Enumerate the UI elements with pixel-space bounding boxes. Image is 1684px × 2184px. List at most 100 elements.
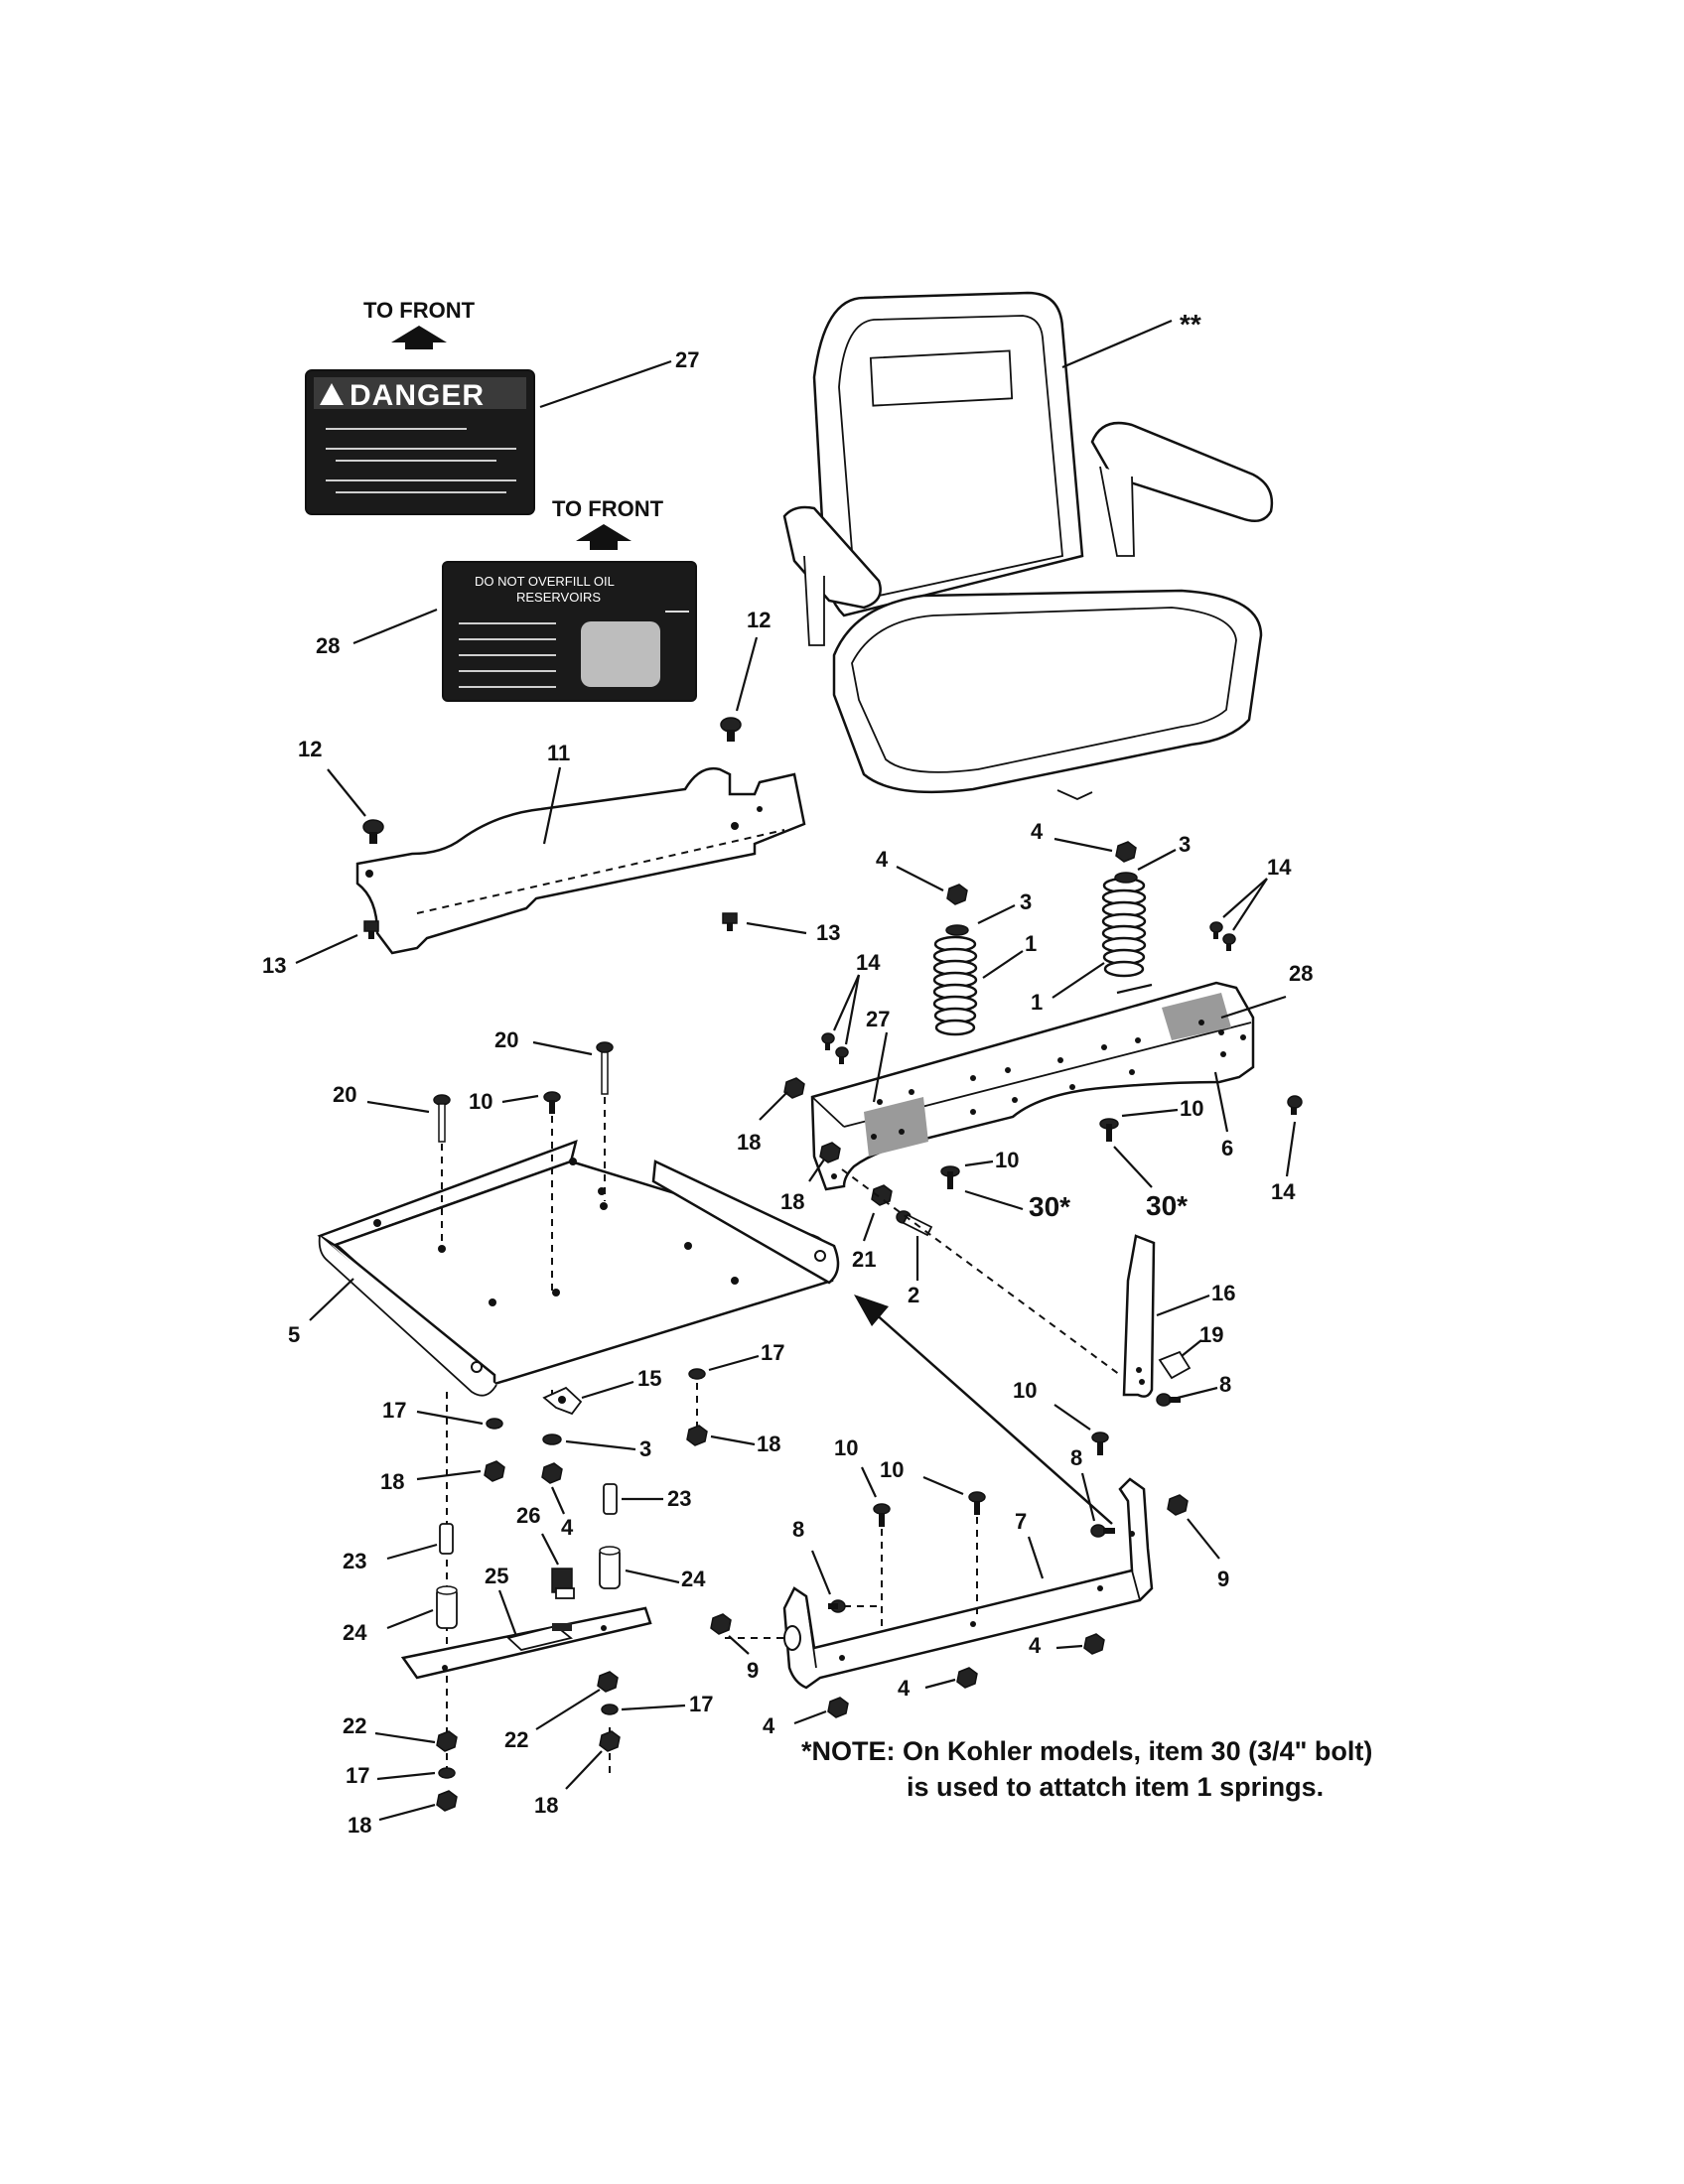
part-13-screw-left — [363, 920, 379, 939]
callout-18-channel-b: 18 — [780, 1189, 804, 1214]
part-17-washer-right — [688, 1368, 706, 1380]
to-front-label-2: TO FRONT — [552, 496, 664, 521]
callout-17-right: 17 — [761, 1340, 784, 1365]
part-17-washer-bottom-left — [438, 1767, 456, 1779]
part-18-nut-right — [686, 1425, 708, 1446]
part-5-seat-pan — [317, 1140, 840, 1397]
part-9-nut-right — [1167, 1494, 1189, 1516]
callout-25: 25 — [485, 1564, 508, 1588]
callout-17-pan: 17 — [382, 1398, 406, 1423]
part-20-bolt-right — [596, 1041, 614, 1095]
callout-12-right: 12 — [747, 608, 771, 632]
callout-4-bracket-mid: 4 — [898, 1676, 911, 1701]
part-18-nut-pan — [484, 1460, 505, 1482]
part-11-plate — [355, 766, 806, 955]
part-17-washer-pan — [486, 1418, 503, 1430]
callout-8-bracket-right: 8 — [1070, 1445, 1082, 1470]
callout-30-b: 30* — [1146, 1190, 1188, 1221]
danger-decal-title: DANGER — [350, 379, 485, 412]
part-22-nut-left — [436, 1730, 458, 1752]
callout-4-bracket-left: 4 — [763, 1713, 775, 1738]
callout-4-bracket-right: 4 — [1029, 1633, 1042, 1658]
callout-28-decal: 28 — [316, 633, 340, 658]
callout-23-left: 23 — [343, 1549, 366, 1573]
part-8-bolt-bracket-left — [828, 1599, 846, 1613]
callout-18-bottom-right: 18 — [534, 1793, 558, 1818]
callout-9-left: 9 — [747, 1658, 759, 1683]
part-14-knobs-left — [821, 1032, 849, 1064]
callout-13-right: 13 — [816, 920, 840, 945]
callout-18-channel-a: 18 — [737, 1130, 761, 1155]
callout-27: 27 — [675, 347, 699, 372]
oil-decal-line1: DO NOT OVERFILL OIL — [475, 574, 615, 589]
callout-23-right: 23 — [667, 1486, 691, 1511]
danger-decal: DANGER — [305, 369, 535, 515]
part-8-bolt-bracket — [1156, 1393, 1181, 1407]
part-23-spacer-right — [603, 1483, 618, 1515]
part-23-spacer-left — [439, 1523, 454, 1555]
part-20-bolt-left — [433, 1094, 451, 1143]
callout-10-bracket-a: 10 — [834, 1435, 858, 1460]
callout-8-bracket: 8 — [1219, 1372, 1231, 1397]
part-4-nut-bracket-left — [827, 1697, 849, 1718]
seat-asterisk: ** — [1180, 309, 1201, 340]
part-9-nut-left — [710, 1613, 732, 1635]
part-4-nut-bracket-right — [1083, 1633, 1105, 1655]
callout-3-spring-right: 3 — [1179, 832, 1191, 857]
part-18-nut-channel-a — [783, 1077, 805, 1099]
note-line-2: is used to attatch item 1 springs. — [907, 1772, 1325, 1802]
part-10-bolt-pan — [543, 1091, 561, 1114]
callout-2: 2 — [908, 1283, 919, 1307]
danger-decal-fine-print — [326, 428, 516, 493]
part-25-plate — [400, 1606, 652, 1680]
part-1-spring-left — [932, 935, 978, 1036]
callout-15: 15 — [637, 1366, 661, 1391]
part-10-bolt-right — [1091, 1432, 1109, 1455]
part-1-spring-right — [1101, 877, 1147, 978]
part-6-channel — [810, 981, 1255, 1191]
callout-21: 21 — [852, 1247, 876, 1272]
part-16-bracket — [1122, 1234, 1156, 1398]
part-10-bolt-channel-a — [940, 1165, 960, 1189]
part-22-nut-right — [597, 1671, 619, 1693]
callout-10-channel-a: 10 — [995, 1148, 1019, 1172]
seat — [782, 291, 1274, 800]
part-14-knobs-right — [1209, 921, 1236, 951]
callout-22-left: 22 — [343, 1713, 366, 1738]
callout-24-right: 24 — [681, 1567, 706, 1591]
callout-4-spring-left: 4 — [876, 847, 889, 872]
callout-8-bracket-left: 8 — [792, 1517, 804, 1542]
callout-13-left: 13 — [262, 953, 286, 978]
callout-5: 5 — [288, 1322, 300, 1347]
callout-17-bottom-left: 17 — [346, 1763, 369, 1788]
part-8-bolt-bracket-right — [1090, 1524, 1115, 1538]
part-10-bolt-channel-b — [1099, 1118, 1119, 1142]
part-4-nut-spring-right — [1115, 841, 1137, 863]
callout-4-spring-right: 4 — [1031, 819, 1044, 844]
callout-4-pan: 4 — [561, 1515, 574, 1540]
to-front-arrow-1: TO FRONT — [363, 298, 476, 349]
part-21-nut — [871, 1184, 893, 1206]
callout-7: 7 — [1015, 1509, 1027, 1534]
part-19-clip — [1158, 1350, 1192, 1380]
callout-18-pan: 18 — [380, 1469, 404, 1494]
callout-1-right: 1 — [1031, 990, 1043, 1015]
callout-10-bracket-b: 10 — [880, 1457, 904, 1482]
callout-12-left: 12 — [298, 737, 322, 761]
part-10-bolt-bracket-b — [968, 1491, 986, 1515]
callout-3-pan: 3 — [639, 1436, 651, 1461]
note-line-1: *NOTE: On Kohler models, item 30 (3/4" b… — [801, 1736, 1373, 1766]
part-24-bushing-left — [436, 1585, 458, 1629]
part-26-latch — [551, 1568, 575, 1599]
part-3-washer-right — [1114, 872, 1138, 884]
callout-10-channel-b: 10 — [1180, 1096, 1203, 1121]
callout-14-left: 14 — [856, 950, 881, 975]
part-4-nut-spring-left — [946, 884, 968, 905]
oil-reservoir-decal: DO NOT OVERFILL OIL RESERVOIRS — [442, 561, 697, 702]
callout-17-bottom-right: 17 — [689, 1692, 713, 1716]
callout-26: 26 — [516, 1503, 540, 1528]
part-13-screw-right — [722, 912, 738, 931]
part-10-bolt-bracket-a — [873, 1503, 891, 1527]
part-3-washer-pan — [542, 1433, 562, 1445]
